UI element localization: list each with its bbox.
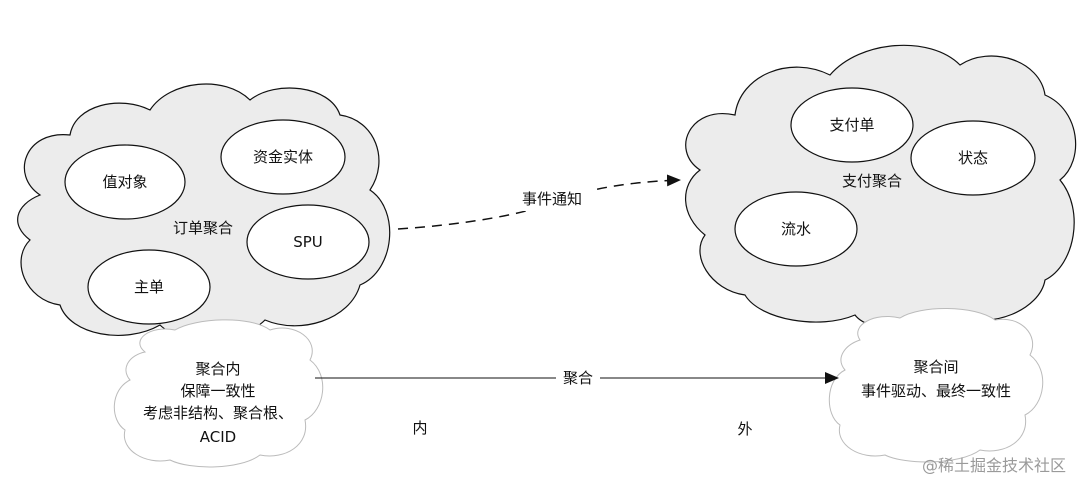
inside-note-line-3: 考虑非结构、聚合根、 [143, 404, 293, 422]
event-notification-label-bg [512, 187, 592, 211]
aggregate-arrow-label-bg [556, 366, 600, 388]
entity-ledger-label: 流水 [781, 220, 811, 238]
entity-main-order [87, 249, 211, 325]
entity-payment-order-label: 支付单 [829, 116, 874, 134]
event-notification-arrow [397, 174, 681, 230]
entity-spu [246, 204, 370, 280]
event-notification-label: 事件通知 [522, 190, 582, 208]
inside-note-cloud [113, 319, 324, 468]
inside-note-line-2: 保障一致性 [180, 382, 255, 400]
entity-main-order-label: 主单 [134, 278, 164, 296]
entity-ledger [734, 191, 858, 267]
aggregate-arrow-label: 聚合 [563, 369, 593, 387]
outside-note-line-2: 事件驱动、最终一致性 [861, 382, 1011, 400]
entity-fund-entity-label: 资金实体 [253, 148, 313, 166]
entity-payment-order [790, 87, 914, 163]
watermark: @稀土掘金技术社区 [922, 456, 1066, 475]
inside-note-line-4: ACID [200, 428, 236, 446]
entity-value-object [64, 144, 186, 220]
payment-aggregate-title: 支付聚合 [842, 172, 902, 190]
entity-status [910, 120, 1036, 196]
entity-spu-label: SPU [293, 233, 323, 251]
outside-label: 外 [737, 420, 752, 438]
outside-note-cloud [828, 308, 1044, 463]
entity-status-label: 状态 [958, 149, 988, 167]
inside-label: 内 [412, 419, 427, 437]
order-aggregate-title: 订单聚合 [173, 219, 233, 237]
outside-note-line-1: 聚合间 [913, 358, 958, 376]
entity-fund-entity [220, 119, 346, 195]
inside-note-line-1: 聚合内 [195, 360, 240, 378]
entity-value-object-label: 值对象 [102, 173, 147, 191]
